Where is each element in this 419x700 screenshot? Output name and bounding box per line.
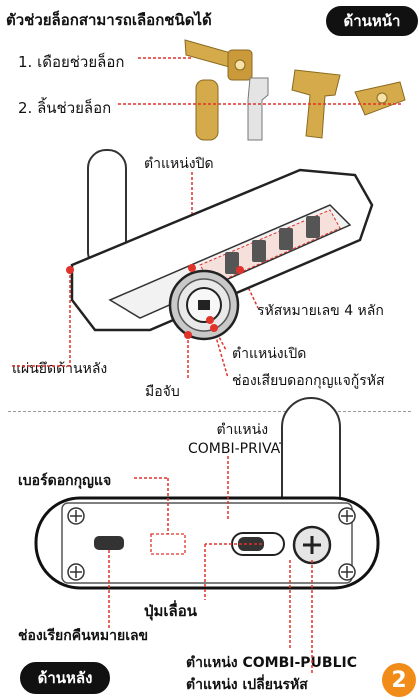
- switch-public-label: 2. PUBLIC: [238, 561, 288, 571]
- label-open-position: ตำแหน่งเปิด: [232, 346, 307, 362]
- label-slider-button: ปุ่มเลื่อน: [144, 602, 197, 620]
- label-back-plate: แผ่นยึดด้านหลัง: [12, 361, 108, 377]
- label-private-position: ตำแหน่ง COMBI-PRIVATE: [188, 422, 297, 457]
- label-closed-position: ตำแหน่งปิด: [144, 156, 214, 172]
- callout-dots: [66, 264, 244, 339]
- front-view-badge: ด้านหน้า: [326, 6, 418, 36]
- switch-reset-label: 3. CODE RESET: [214, 572, 290, 582]
- lock-body: [70, 168, 374, 332]
- label-knob: มือจับ: [145, 384, 180, 400]
- label-public-position: ตำแหน่ง COMBI-PUBLIC: [186, 655, 357, 671]
- section-divider: [8, 411, 411, 412]
- label-lock-pin: 1. เดือยช่วยล็อก: [18, 53, 125, 71]
- page-number-badge: 2: [382, 663, 416, 697]
- label-lock-tongue: 2. ลิ้นช่วยล็อก: [18, 99, 112, 117]
- knob-illustration: [168, 269, 240, 341]
- label-key-number: เบอร์ดอกกุญแจ: [18, 473, 112, 489]
- key-number-value: 001: [160, 539, 190, 555]
- label-key-slot: ช่องเสียบดอกกุญแจกู้รหัส: [232, 373, 385, 389]
- label-code-digits: รหัสหมายเลข 4 หลัก: [257, 303, 384, 319]
- lock-tongue-illustrations: [195, 69, 406, 141]
- lock-pin-illustration: [184, 39, 253, 81]
- label-change-code-position: ตำแหน่ง เปลี่ยนรหัส: [186, 677, 308, 693]
- back-view-badge: ด้านหลัง: [20, 662, 110, 694]
- switch-private-label: 1. PRIVATE: [198, 518, 253, 528]
- label-reset-hole: ช่องเรียกคืนหมายเลข: [18, 628, 149, 644]
- page-title: ตัวช่วยล็อกสามารถเลือกชนิดได้: [6, 11, 212, 29]
